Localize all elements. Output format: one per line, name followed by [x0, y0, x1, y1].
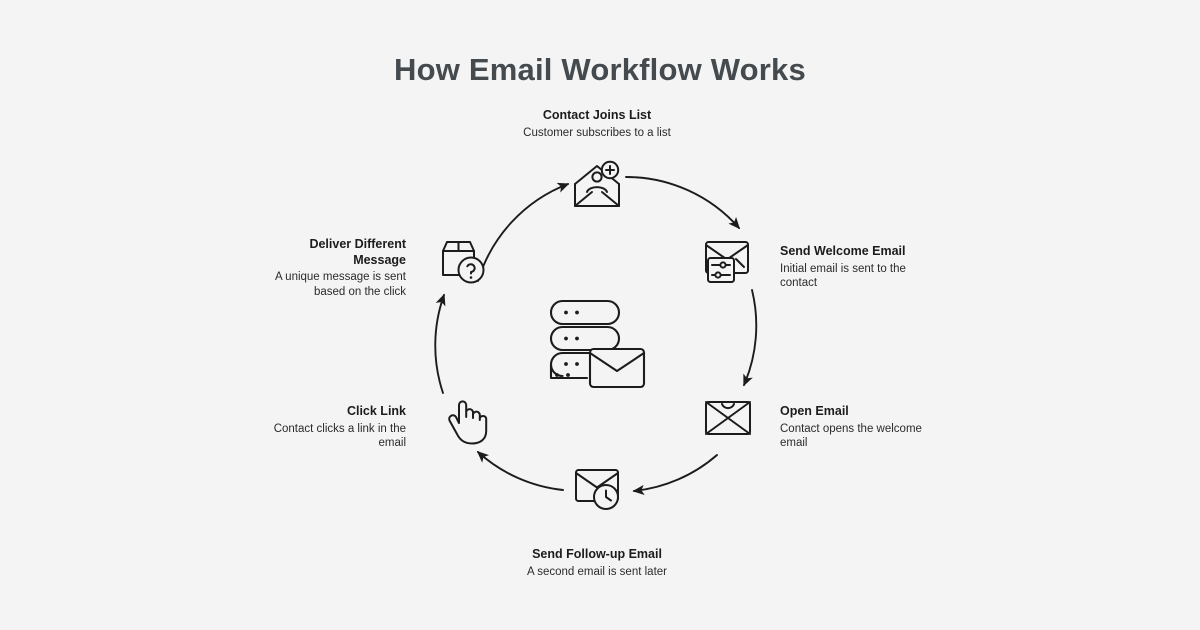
arc-deliver-to-join	[477, 182, 570, 282]
arc-open-to-follow	[632, 454, 718, 496]
arc-join-to-welcome	[625, 176, 741, 230]
arc-welcome-to-open	[743, 289, 758, 387]
step-title: Contact Joins List	[542, 108, 652, 122]
step-label-contact-joins-list: Contact Joins List Customer subscribes t…	[507, 108, 687, 140]
envelope-opened-icon	[705, 401, 751, 435]
step-label-send-follow-up-email: Send Follow-up Email A second email is s…	[507, 547, 687, 579]
step-title: Deliver Different Message	[309, 237, 406, 267]
step-description: Initial email is sent to the contact	[780, 262, 906, 289]
arc-click-to-deliver	[434, 293, 446, 394]
step-description: A second email is sent later	[527, 565, 667, 578]
step-label-open-email: Open Email Contact opens the welcome ema…	[780, 404, 930, 450]
pointer-hand-icon	[448, 400, 488, 445]
server-stack-with-envelope-icon	[549, 299, 646, 389]
package-question-icon	[442, 241, 485, 284]
envelope-clock-icon	[575, 469, 619, 510]
step-description: Customer subscribes to a list	[523, 126, 671, 139]
step-description: Contact opens the welcome email	[780, 422, 922, 449]
step-label-deliver-different-message: Deliver Different Message A unique messa…	[266, 237, 406, 299]
step-title: Send Follow-up Email	[532, 547, 662, 561]
step-title: Send Welcome Email	[780, 244, 906, 258]
page-title: How Email Workflow Works	[394, 52, 806, 87]
arc-follow-to-click	[476, 450, 564, 491]
step-label-send-welcome-email: Send Welcome Email Initial email is sent…	[780, 244, 930, 290]
envelope-settings-icon	[705, 241, 749, 283]
open-envelope-person-plus-icon	[574, 160, 620, 207]
step-label-click-link: Click Link Contact clicks a link in the …	[266, 404, 406, 450]
step-title: Open Email	[780, 404, 849, 418]
step-description: A unique message is sent based on the cl…	[274, 271, 406, 298]
step-title: Click Link	[346, 404, 406, 418]
step-description: Contact clicks a link in the email	[273, 422, 406, 449]
